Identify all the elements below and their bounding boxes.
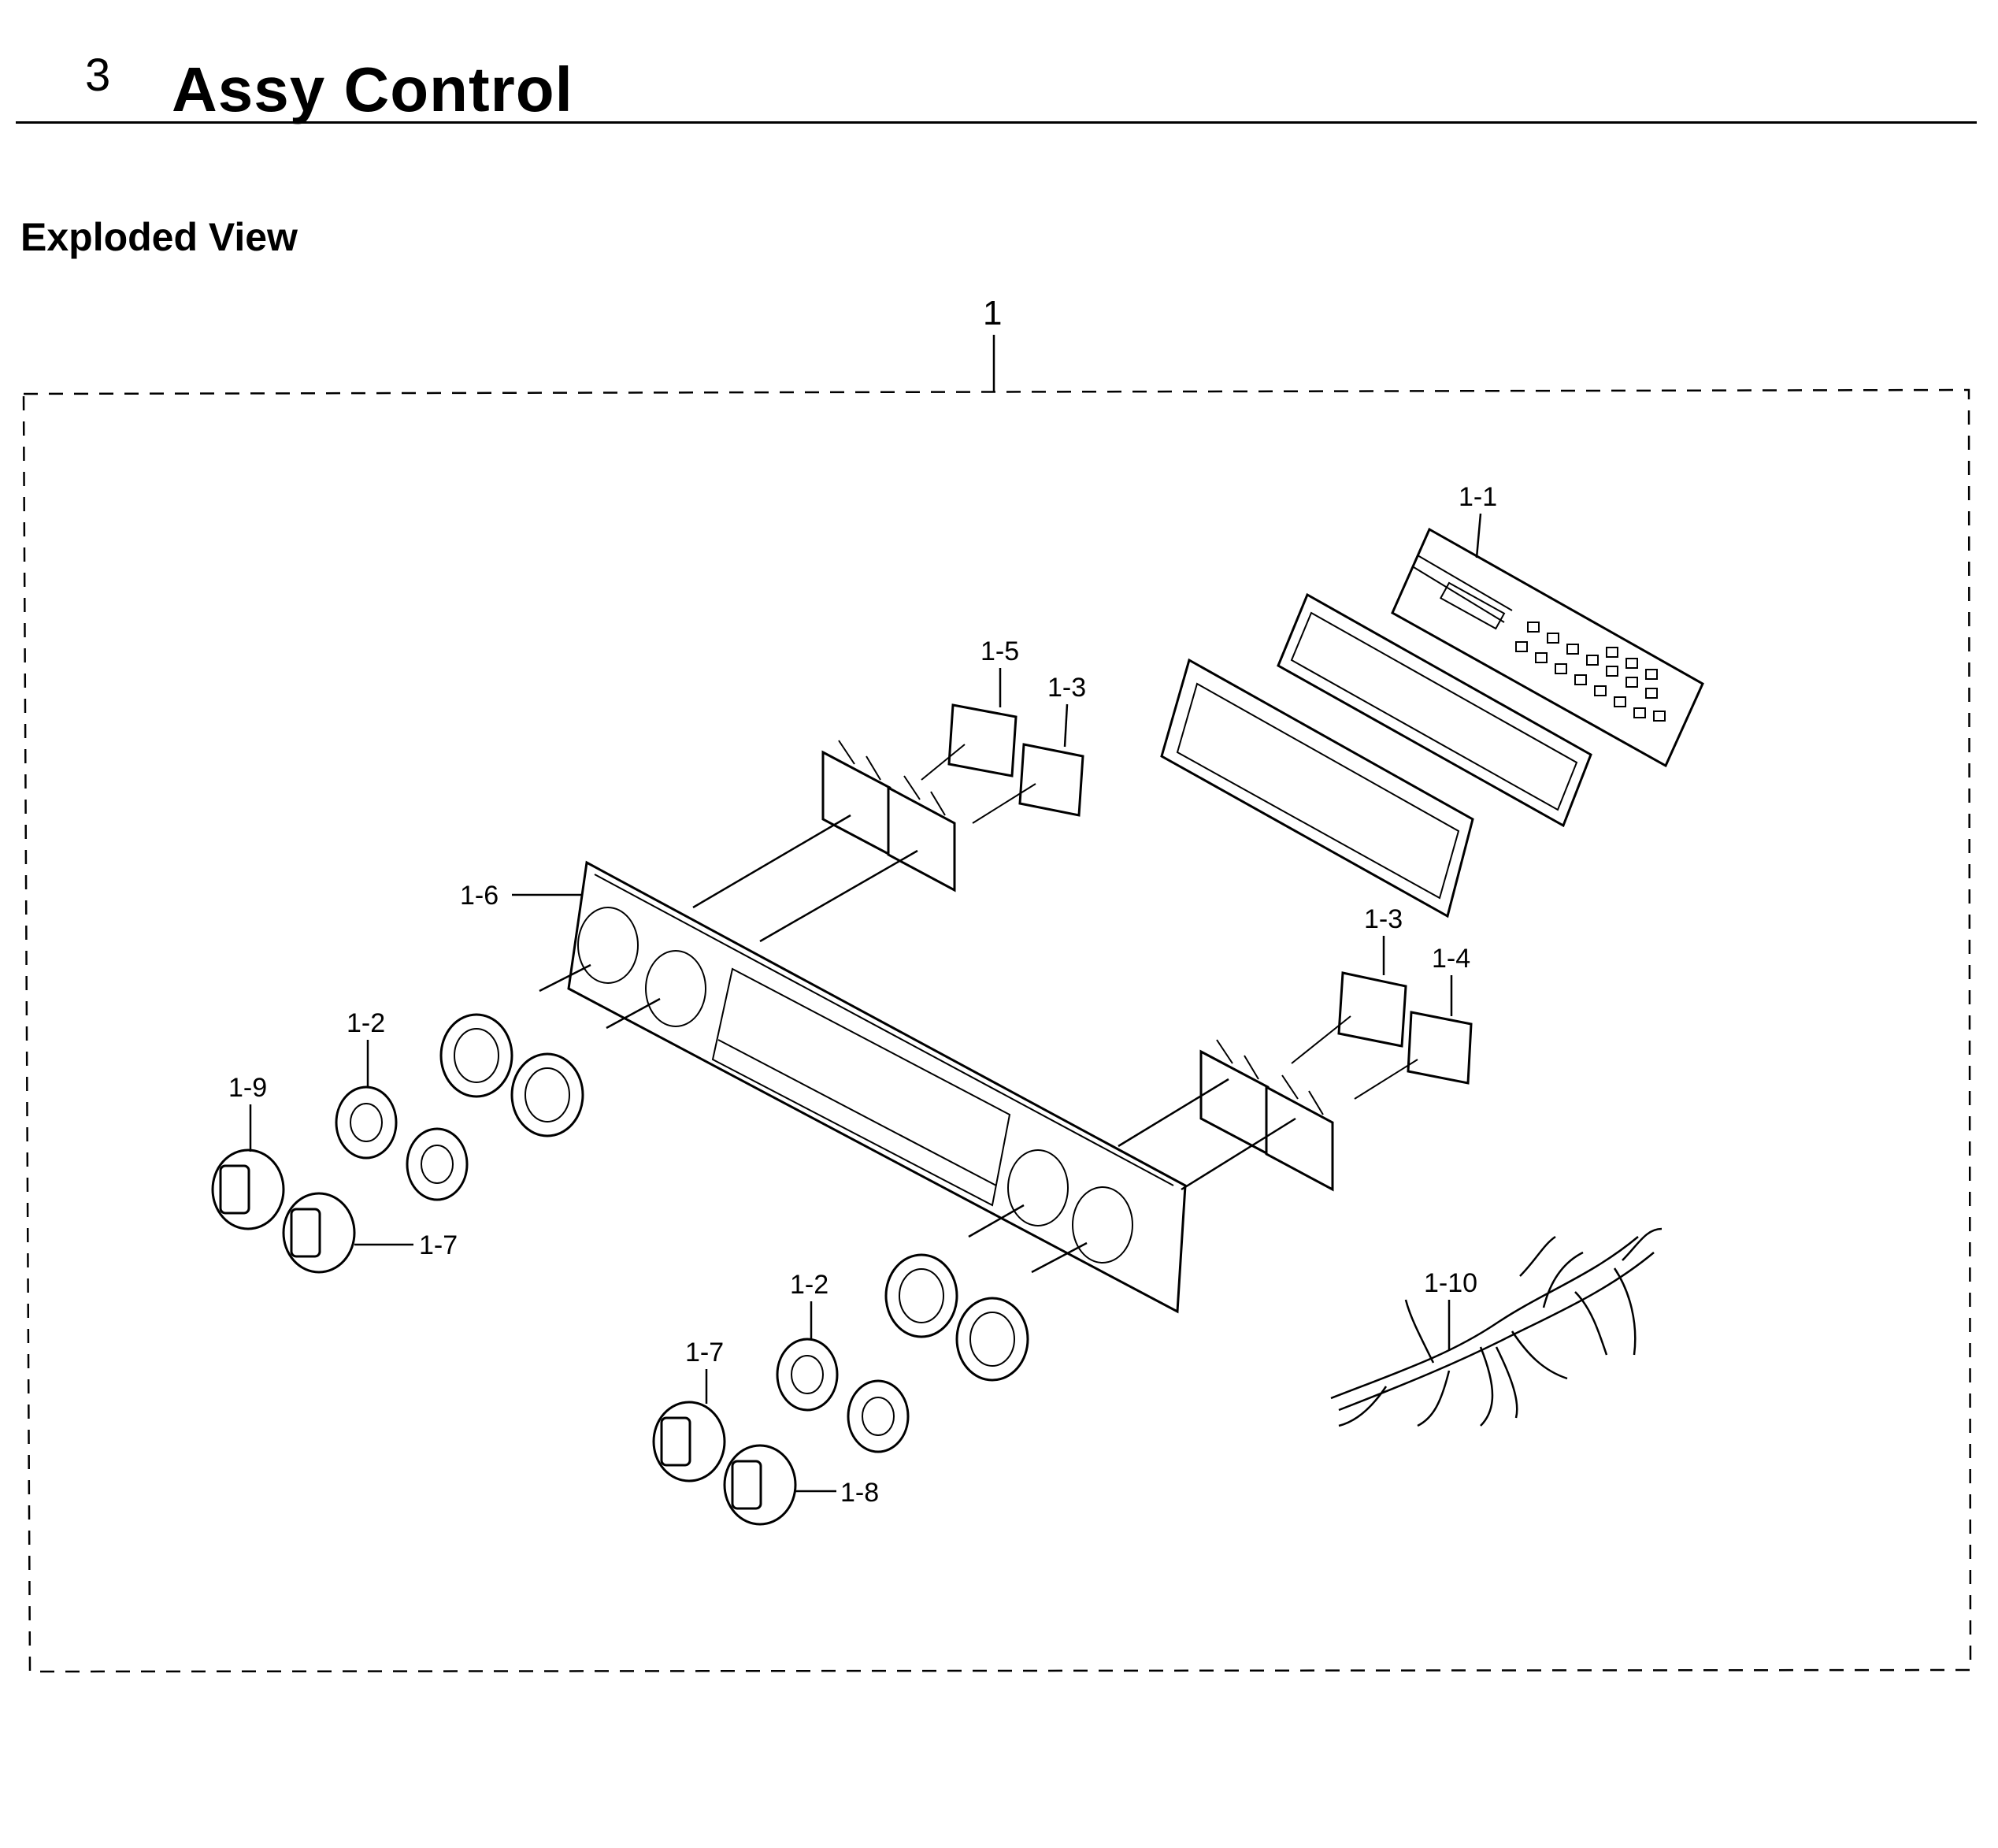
part-1-7-knob-left bbox=[282, 1192, 356, 1274]
label-1-8: 1-8 bbox=[840, 1478, 879, 1508]
leader-bracket-c bbox=[1118, 1078, 1229, 1148]
leader-bracket-d bbox=[1181, 1117, 1296, 1191]
part-1-2-ring-right-b bbox=[847, 1379, 910, 1453]
label-1-5: 1-5 bbox=[980, 636, 1019, 666]
bezel-ring-lower-right bbox=[955, 1297, 1029, 1382]
bezel-ring-upper-right bbox=[510, 1052, 584, 1137]
leader-1-3-upper bbox=[1063, 703, 1069, 748]
bracket-upper-right bbox=[887, 775, 956, 892]
page-title: Assy Control bbox=[172, 54, 573, 124]
part-1-2-ring-left-b bbox=[406, 1127, 469, 1201]
part-1-8-knob bbox=[723, 1444, 797, 1526]
exploded-view-heading: Exploded View bbox=[20, 215, 298, 259]
bracket-upper-left bbox=[821, 740, 892, 857]
bracket-lower-right bbox=[1265, 1074, 1334, 1192]
leader-ring-c bbox=[968, 1204, 1025, 1238]
part-1-7-knob-right bbox=[652, 1401, 726, 1482]
leader-ring-d bbox=[1031, 1241, 1088, 1274]
leader-1-1 bbox=[1475, 513, 1482, 558]
part-1-9-knob bbox=[211, 1149, 285, 1230]
label-1-3-upper: 1-3 bbox=[1047, 673, 1086, 703]
label-1-6: 1-6 bbox=[460, 881, 499, 911]
part-1-1-control-panel bbox=[1391, 527, 1704, 768]
title-rule bbox=[16, 121, 1977, 124]
label-1-9: 1-9 bbox=[228, 1073, 267, 1103]
display-frame-front bbox=[1160, 658, 1474, 918]
leader-ring-a bbox=[539, 963, 591, 993]
part-1-6-control-panel bbox=[567, 860, 1187, 1314]
section-number: 3 bbox=[85, 50, 111, 101]
label-1-7-left: 1-7 bbox=[419, 1230, 458, 1260]
label-1-1: 1-1 bbox=[1459, 482, 1497, 512]
part-1-5-switch bbox=[921, 703, 1018, 781]
part-1-2-ring-right-a bbox=[776, 1338, 839, 1412]
part-1-2-ring-left-a bbox=[335, 1085, 398, 1160]
label-1-7-right: 1-7 bbox=[685, 1338, 724, 1367]
part-1-3-switch-lower bbox=[1291, 971, 1407, 1064]
bracket-lower-left bbox=[1199, 1039, 1270, 1156]
assembly-label: 1 bbox=[983, 294, 1002, 332]
label-1-4: 1-4 bbox=[1432, 944, 1470, 974]
part-1-4-switch bbox=[1354, 1011, 1473, 1100]
assembly-boundary bbox=[22, 388, 1972, 1673]
bezel-ring-upper-left bbox=[439, 1013, 513, 1098]
part-1-3-switch-upper bbox=[972, 743, 1084, 824]
label-1-3-lower: 1-3 bbox=[1364, 904, 1403, 934]
label-1-10: 1-10 bbox=[1424, 1268, 1477, 1298]
label-1-2-right: 1-2 bbox=[790, 1270, 828, 1300]
display-frame-rear bbox=[1277, 592, 1592, 828]
leader-ring-b bbox=[606, 997, 661, 1030]
bezel-ring-lower-left bbox=[884, 1253, 958, 1338]
leader-bracket-a bbox=[692, 814, 851, 909]
label-1-2-left: 1-2 bbox=[347, 1008, 385, 1038]
leader-bracket-b bbox=[759, 849, 918, 943]
part-1-10-wire-harness bbox=[1330, 1227, 1663, 1427]
